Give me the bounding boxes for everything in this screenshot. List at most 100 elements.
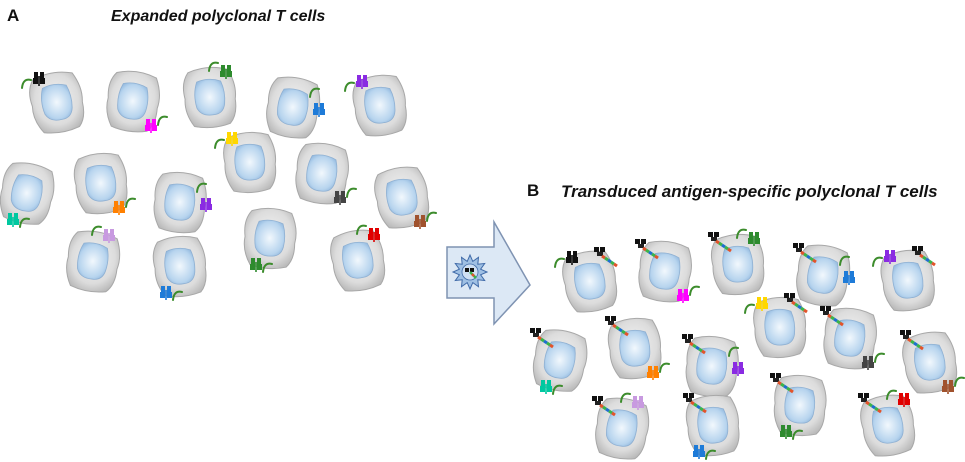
tcr-receptor-icon bbox=[942, 380, 954, 394]
t-cell bbox=[243, 207, 297, 273]
cell-nucleus bbox=[574, 262, 606, 300]
transduced-t-cell bbox=[872, 246, 936, 312]
costim-loop-icon bbox=[346, 187, 357, 198]
tcr-receptor-icon bbox=[862, 356, 874, 370]
tcr-receptor-icon bbox=[898, 393, 910, 407]
cell-nucleus bbox=[606, 409, 638, 447]
cell-nucleus bbox=[164, 247, 196, 285]
transgenic-receptor-icon bbox=[683, 393, 707, 414]
t-cell bbox=[214, 131, 277, 194]
transgenic-receptor-icon bbox=[708, 232, 732, 253]
tcr-receptor-icon bbox=[632, 396, 644, 410]
cell-nucleus bbox=[41, 83, 73, 121]
costim-loop-icon bbox=[744, 303, 755, 314]
t-cell bbox=[182, 61, 237, 129]
costim-loop-icon bbox=[954, 376, 965, 387]
transduced-t-cell bbox=[708, 228, 765, 296]
tcr-receptor-icon bbox=[356, 75, 368, 89]
costim-loop-icon bbox=[214, 138, 225, 149]
transduced-t-cell bbox=[744, 293, 808, 359]
tcr-receptor-icon bbox=[647, 366, 659, 380]
tcr-receptor-icon bbox=[748, 232, 760, 246]
transgenic-receptor-icon bbox=[530, 328, 554, 349]
transduced-t-cell bbox=[554, 247, 618, 313]
transduced-t-cell bbox=[793, 243, 855, 307]
transduced-t-cell bbox=[635, 239, 700, 303]
cell-nucleus bbox=[254, 219, 286, 257]
costim-loop-icon bbox=[344, 81, 355, 92]
costim-loop-icon bbox=[157, 115, 168, 126]
costim-loop-icon bbox=[554, 257, 565, 268]
tcr-receptor-icon bbox=[103, 229, 115, 243]
cell-nucleus bbox=[10, 174, 43, 212]
cell-nucleus bbox=[194, 78, 226, 116]
costim-loop-icon bbox=[21, 78, 32, 89]
cell-nucleus bbox=[85, 164, 117, 202]
tcr-receptor-icon bbox=[145, 119, 157, 133]
arrow-shape bbox=[446, 219, 531, 326]
costim-loop-icon bbox=[705, 449, 716, 460]
tcr-receptor-icon bbox=[33, 72, 45, 86]
costim-loop-icon bbox=[792, 429, 803, 440]
tcr-receptor-icon bbox=[220, 65, 232, 79]
costim-loop-icon bbox=[872, 256, 883, 267]
tcr-receptor-icon bbox=[226, 132, 238, 146]
transgenic-receptor-icon bbox=[784, 293, 808, 314]
cell-nucleus bbox=[364, 86, 396, 124]
tcr-receptor-icon bbox=[756, 297, 768, 311]
cell-nucleus bbox=[619, 329, 651, 367]
panel-a-title: Expanded polyclonal T cells bbox=[111, 8, 326, 25]
cell-nucleus bbox=[697, 406, 729, 444]
t-cell bbox=[0, 162, 55, 228]
tcr-receptor-icon bbox=[334, 191, 346, 205]
cell-nucleus bbox=[649, 252, 681, 290]
cell-nucleus bbox=[543, 341, 576, 379]
transgenic-receptor-icon bbox=[900, 330, 924, 351]
cell-nucleus bbox=[914, 343, 946, 381]
transduced-t-cell bbox=[858, 389, 916, 457]
tcr-receptor-icon bbox=[566, 251, 578, 265]
transduced-t-cell bbox=[530, 328, 588, 395]
tcr-receptor-icon bbox=[884, 250, 896, 264]
cell-nucleus bbox=[386, 178, 418, 216]
cell-nucleus bbox=[117, 82, 149, 120]
tcr-receptor-icon bbox=[313, 103, 325, 117]
tcr-receptor-icon bbox=[113, 201, 125, 215]
costim-loop-icon bbox=[196, 182, 207, 193]
costim-loop-icon bbox=[620, 392, 631, 403]
cell-nucleus bbox=[696, 347, 728, 385]
costim-loop-icon bbox=[309, 87, 320, 98]
tcr-receptor-icon bbox=[200, 198, 212, 212]
transgenic-receptor-icon bbox=[635, 239, 659, 260]
transgenic-receptor-icon bbox=[793, 243, 817, 264]
tcr-receptor-icon bbox=[677, 289, 689, 303]
transduced-t-cell bbox=[900, 330, 965, 394]
cell-nucleus bbox=[892, 261, 924, 299]
transgenic-receptor-icon bbox=[594, 247, 618, 268]
cell-nucleus bbox=[342, 241, 374, 279]
t-cell bbox=[106, 70, 168, 133]
t-cell bbox=[66, 225, 121, 293]
tcr-receptor-icon bbox=[732, 362, 744, 376]
tcr-receptor-icon bbox=[540, 380, 552, 394]
transduced-t-cell bbox=[605, 316, 670, 380]
cell-nucleus bbox=[807, 256, 839, 294]
costim-loop-icon bbox=[886, 389, 897, 400]
t-cell bbox=[152, 235, 207, 301]
t-cell bbox=[374, 166, 437, 229]
costim-loop-icon bbox=[728, 346, 739, 357]
cell-nucleus bbox=[722, 245, 754, 283]
transduced-t-cell bbox=[683, 393, 740, 460]
panel-b-cell-group bbox=[530, 228, 965, 460]
transgenic-receptor-icon bbox=[912, 246, 936, 267]
transgenic-receptor-icon bbox=[605, 316, 629, 337]
transgenic-receptor-icon bbox=[682, 334, 706, 355]
costim-loop-icon bbox=[262, 262, 273, 273]
costim-loop-icon bbox=[659, 362, 670, 373]
tcr-receptor-icon bbox=[780, 425, 792, 439]
transgenic-receptor-icon bbox=[592, 396, 616, 417]
transduced-t-cell bbox=[820, 306, 885, 370]
costim-loop-icon bbox=[172, 290, 183, 301]
t-cell bbox=[153, 171, 212, 234]
